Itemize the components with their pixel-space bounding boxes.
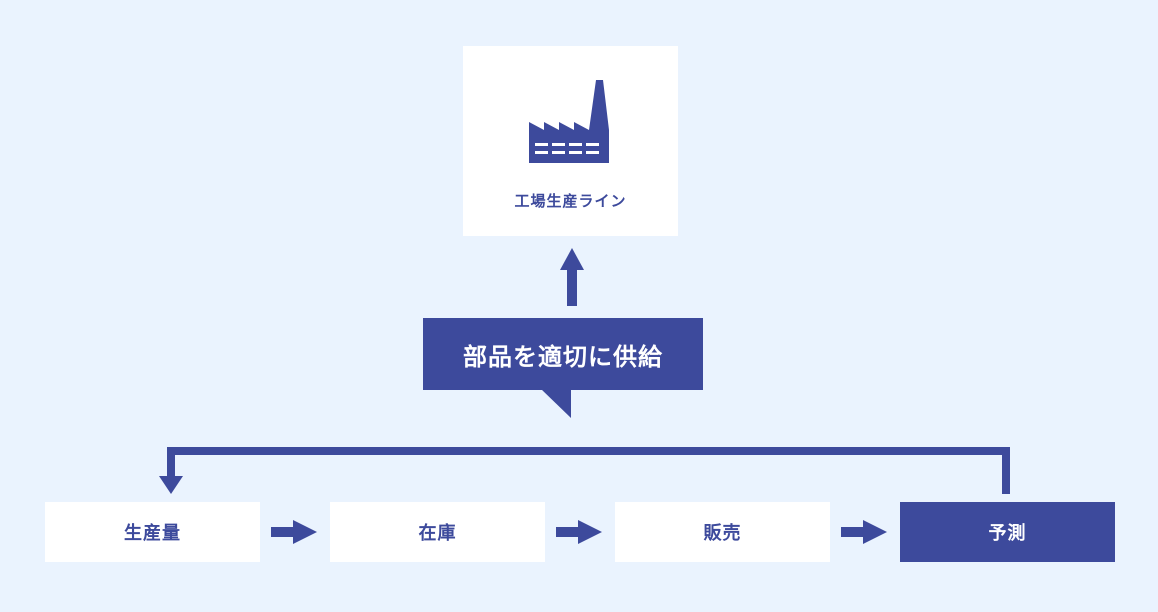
up-arrow [560, 248, 584, 306]
flow-arrow-1 [271, 520, 317, 544]
step-forecast: 予測 [900, 502, 1115, 562]
step-sales: 販売 [615, 502, 830, 562]
step-label: 生産量 [124, 523, 181, 544]
factory-label: 工場生産ライン [514, 192, 627, 210]
callout-box: 部品を適切に供給 [423, 318, 703, 390]
flow-arrow-3 [841, 520, 887, 544]
factory-icon [529, 80, 609, 163]
step-label: 販売 [703, 523, 742, 544]
step-inventory: 在庫 [330, 502, 545, 562]
feedback-loop-line [159, 447, 1010, 494]
callout-text: 部品を適切に供給 [463, 342, 663, 371]
flow-arrow-2 [556, 520, 602, 544]
step-production-volume: 生産量 [45, 502, 260, 562]
step-label: 在庫 [418, 523, 457, 544]
step-label: 予測 [988, 523, 1027, 544]
callout-tail [541, 389, 571, 418]
